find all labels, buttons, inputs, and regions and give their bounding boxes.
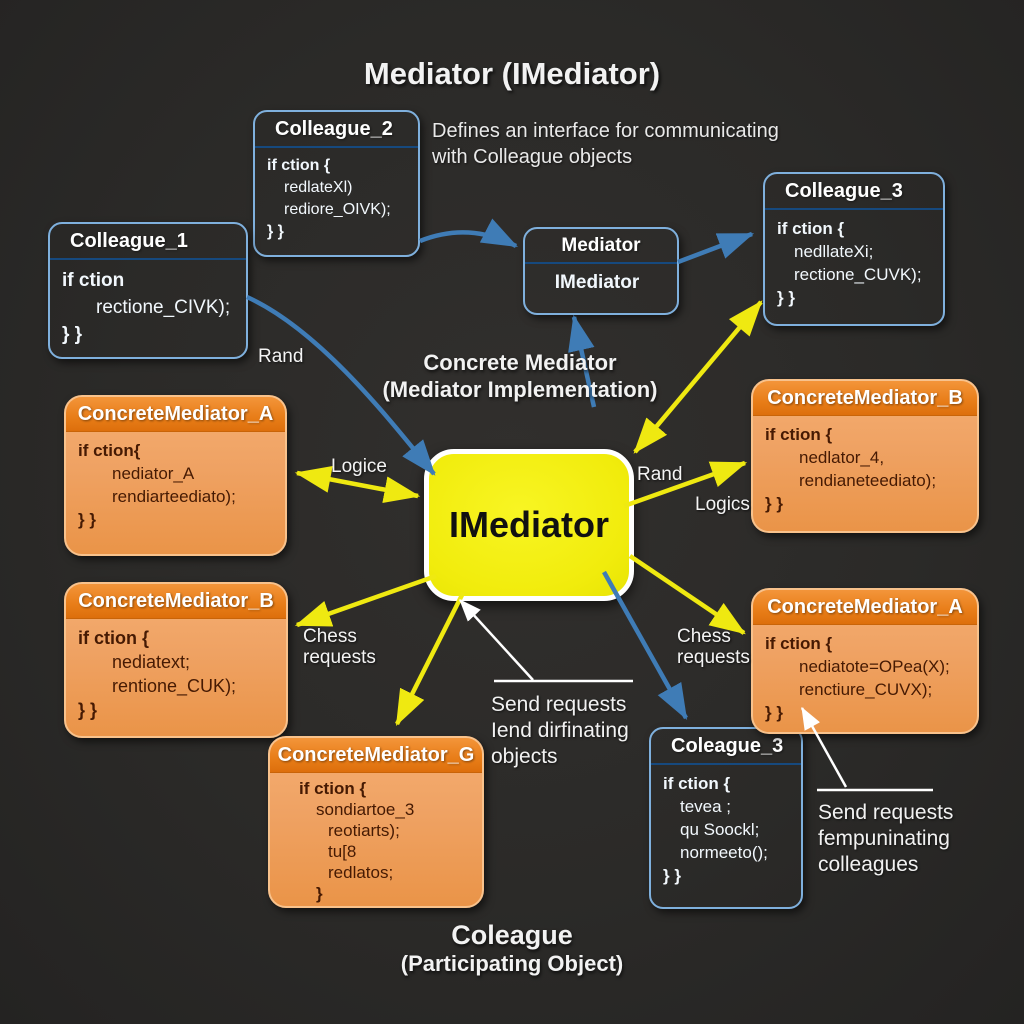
class-box-coleague-3-bottom: Coleague_3 if ction { tevea ; qu Soockl;…	[649, 727, 803, 909]
class-box-concrete-mediator-b-right: ConcreteMediator_B if ction { nedlator_4…	[751, 379, 979, 533]
class-box-colleague-2: Colleague_2 if ction { redlateXl) redior…	[253, 110, 420, 257]
class-box-colleague-3-title: Colleague_3	[765, 174, 943, 210]
code-line: qu Soockl;	[680, 820, 760, 839]
edge-label-logics: Logics	[695, 494, 750, 515]
arrow-imediator-to-concrete-g	[394, 591, 466, 727]
edge-label-rand-right: Rand	[637, 464, 683, 485]
mediator-description-line1: Defines an interface for communicating	[432, 120, 779, 142]
code-line: } }	[267, 223, 284, 240]
imediator-center-box: IMediator	[424, 449, 634, 601]
mediator-description: Defines an interface for communicating w…	[432, 118, 802, 170]
page-title: Mediator (IMediator)	[363, 56, 661, 91]
code-line: nediator_A	[112, 464, 195, 483]
code-line: reotiarts);	[328, 821, 400, 840]
code-line: } }	[765, 494, 783, 513]
class-box-concrete-mediator-g: ConcreteMediator_G if ction { sondiartoe…	[268, 736, 484, 908]
code-line: rendianeteediato);	[799, 471, 937, 490]
annotation-send-colleagues-line1: Send requests	[818, 801, 954, 824]
arrow-imediator-to-concrete-a-right	[628, 554, 746, 635]
class-box-mediator: Mediator IMediator	[523, 227, 679, 315]
class-box-colleague-1-title: Colleague_1	[50, 224, 246, 260]
code-line: } }	[765, 703, 783, 722]
concrete-mediator-label: Concrete Mediator (Mediator Implementati…	[290, 349, 750, 403]
code-line: tu[8	[328, 842, 357, 861]
imediator-center-label: IMediator	[448, 504, 609, 545]
code-line: rendiarteediato);	[112, 487, 236, 506]
code-line: nedllateXi;	[794, 242, 874, 261]
annotation-send-objects-line3: objects	[491, 745, 558, 768]
class-box-mediator-body: IMediator	[554, 272, 640, 293]
code-line: if ction {	[765, 634, 833, 653]
code-line: if ction {	[777, 219, 845, 238]
annotation-send-objects-line2: Iend dirfinating	[491, 719, 629, 742]
edge-label-chess-right-line1: Chess	[677, 626, 731, 647]
code-line: redlatos;	[328, 863, 394, 882]
code-line: nedlator_4,	[799, 448, 885, 467]
annotation-arrow-to-imediator	[459, 599, 534, 681]
code-line: sondiartoe_3	[316, 800, 415, 819]
class-box-colleague-2-title: Colleague_2	[255, 112, 418, 148]
code-line: } }	[78, 700, 98, 720]
class-box-concrete-mediator-a-right: ConcreteMediator_A if ction { nediatote=…	[751, 588, 979, 734]
edge-label-logice: Logice	[331, 456, 387, 477]
code-line: if ction	[62, 270, 125, 291]
class-box-concrete-a-left-title: ConcreteMediator_A	[66, 397, 285, 432]
class-box-concrete-b-right-title: ConcreteMediator_B	[753, 381, 977, 416]
class-box-colleague-3: Colleague_3 if ction { nedllateXi; recti…	[763, 172, 945, 326]
code-line: if ction{	[78, 441, 141, 460]
class-box-concrete-mediator-b-left: ConcreteMediator_B if ction { nediatext;…	[64, 582, 288, 738]
code-line: nediatote=OPea(X);	[799, 657, 950, 676]
class-box-concrete-mediator-a-left: ConcreteMediator_A if ction{ nediator_A …	[64, 395, 287, 556]
code-line: rectione_CUVK);	[794, 265, 922, 284]
code-line: } }	[777, 288, 795, 307]
coleague-label-line2: (Participating Object)	[400, 951, 624, 976]
class-box-concrete-b-left-title: ConcreteMediator_B	[66, 584, 286, 619]
code-line: } }	[663, 866, 681, 885]
arrow-colleague2-to-mediator	[419, 218, 518, 248]
code-line: if ction {	[267, 157, 331, 174]
code-line: if ction {	[78, 628, 149, 648]
annotation-send-colleagues-line2: fempuninating	[818, 827, 950, 850]
code-line: if ction {	[765, 425, 833, 444]
code-line: redlateXl)	[284, 179, 353, 196]
annotation-send-colleagues: Send requests fempuninating colleagues	[818, 800, 953, 878]
class-box-concrete-g-title: ConcreteMediator_G	[270, 738, 482, 773]
class-box-concrete-a-right-title: ConcreteMediator_A	[753, 590, 977, 625]
code-line: normeeto();	[680, 843, 768, 862]
code-line: tevea ;	[680, 797, 732, 816]
code-line: rectione_CIVK);	[96, 297, 231, 318]
edge-label-chess-right: Chess requests	[677, 626, 750, 668]
concrete-mediator-label-line2: (Mediator Implementation)	[382, 377, 658, 402]
arrow-mediator-to-colleague3	[677, 231, 755, 265]
class-box-colleague-1: Colleague_1 if ction rectione_CIVK); } }	[48, 222, 248, 359]
code-line: if ction {	[299, 779, 367, 798]
annotation-send-objects: Send requests Iend dirfinating objects	[491, 692, 629, 770]
code-line: renctiure_CUVX);	[799, 680, 933, 699]
coleague-label: Coleague (Participating Object)	[0, 920, 1024, 977]
annotation-send-objects-line1: Send requests	[491, 693, 627, 716]
code-line: rentione_CUK);	[112, 676, 237, 696]
mediator-description-line2: with Colleague objects	[432, 146, 633, 168]
code-line: rediore_OIVK);	[284, 201, 391, 218]
class-box-coleague-3-bottom-title: Coleague_3	[651, 729, 801, 765]
edge-label-rand-left: Rand	[258, 346, 304, 367]
code-line: if ction {	[663, 774, 731, 793]
concrete-mediator-label-line1: Concrete Mediator	[423, 350, 617, 375]
annotation-send-colleagues-line3: colleagues	[818, 853, 919, 876]
code-line: } }	[62, 324, 83, 345]
class-box-mediator-title: Mediator	[525, 229, 677, 264]
code-line: } }	[78, 510, 96, 529]
code-line: }	[316, 884, 323, 903]
coleague-label-line1: Coleague	[451, 920, 573, 950]
edge-label-chess-left-line2: requests	[303, 647, 376, 668]
arrow-imediator-to-concrete-b-left	[294, 573, 437, 628]
edge-label-chess-left: Chess requests	[303, 626, 376, 668]
edge-label-chess-left-line1: Chess	[303, 626, 357, 647]
edge-label-chess-right-line2: requests	[677, 647, 750, 668]
code-line: nediatext;	[112, 652, 191, 672]
